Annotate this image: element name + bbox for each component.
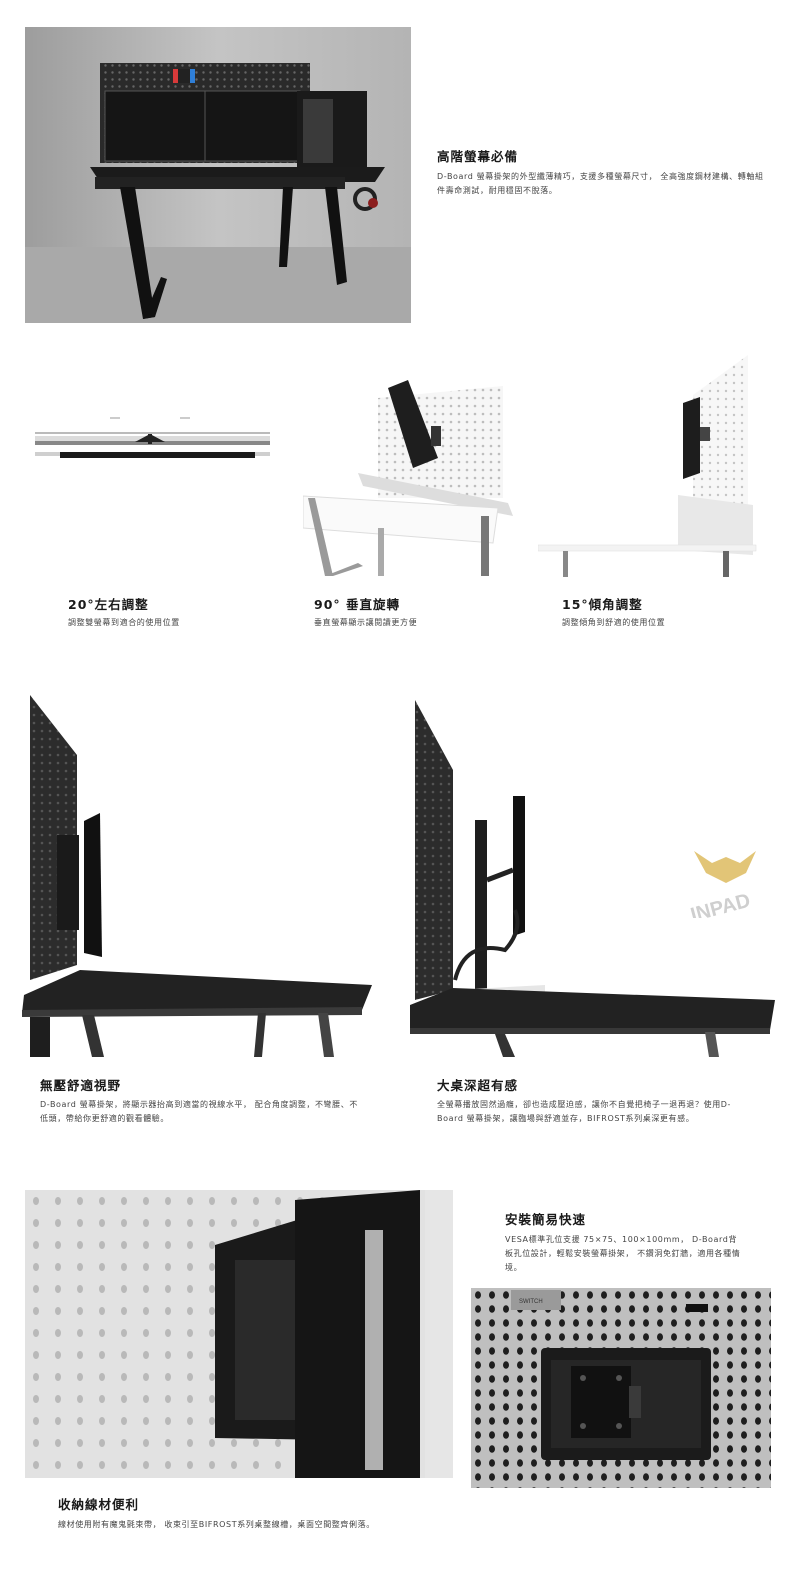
feature-title-swivel: 20°左右調整 [68,597,149,612]
rotate-90-illustration [303,378,513,578]
comfort-view-title: 無壓舒適視野 [40,1078,122,1093]
install-title: 安裝簡易快速 [505,1212,587,1227]
svg-text:SWITCH: SWITCH [519,1299,543,1305]
top-section-title: 高階螢幕必備 [437,149,519,164]
desk-depth-title: 大桌深超有感 [437,1078,519,1093]
desk-hero-photo [25,27,411,323]
vesa-plate-photo: SWITCH [471,1288,771,1488]
feature-desc-rotate: 垂直螢幕顯示讓閱讀更方便 [314,618,418,627]
tilt-15-illustration [538,355,758,577]
feature-desc-swivel: 調整雙螢幕到適合的使用位置 [68,618,180,627]
cable-title: 收納線材便利 [58,1497,140,1512]
feature-desc-tilt: 調整傾角到舒適的使用位置 [562,618,666,627]
comfort-view-desc: D-Board 螢幕掛架，將顯示器抬高到適當的視線水平， 配合角度調整，不彎腰、… [40,1100,358,1123]
install-desc: VESA標準孔位支援 75×75、100×100mm， D-Board背板孔位設… [505,1235,741,1272]
swivel-20-illustration [30,400,270,480]
mount-closeup-photo [25,1190,453,1478]
comfort-view-illustration [22,695,377,1057]
svg-text:INPAD: INPAD [688,890,752,918]
cable-desc: 線材使用附有魔鬼氈束帶， 收束引至BIFROST系列桌整線槽，桌面空間整齊俐落。 [58,1520,375,1529]
desk-depth-illustration [405,700,780,1057]
inpad-logo-watermark: INPAD [684,843,769,918]
top-section-desc: D-Board 螢幕掛架的外型纖薄精巧，支援多種螢幕尺寸， 全高強度鋼材建構、轉… [437,172,764,195]
feature-title-tilt: 15°傾角調整 [562,597,643,612]
desk-depth-desc: 全螢幕播放固然過癮，卻也造成壓迫感，讓你不自覺把椅子一退再退？使用D-Board… [437,1100,732,1123]
feature-title-rotate: 90° 垂直旋轉 [314,597,400,612]
